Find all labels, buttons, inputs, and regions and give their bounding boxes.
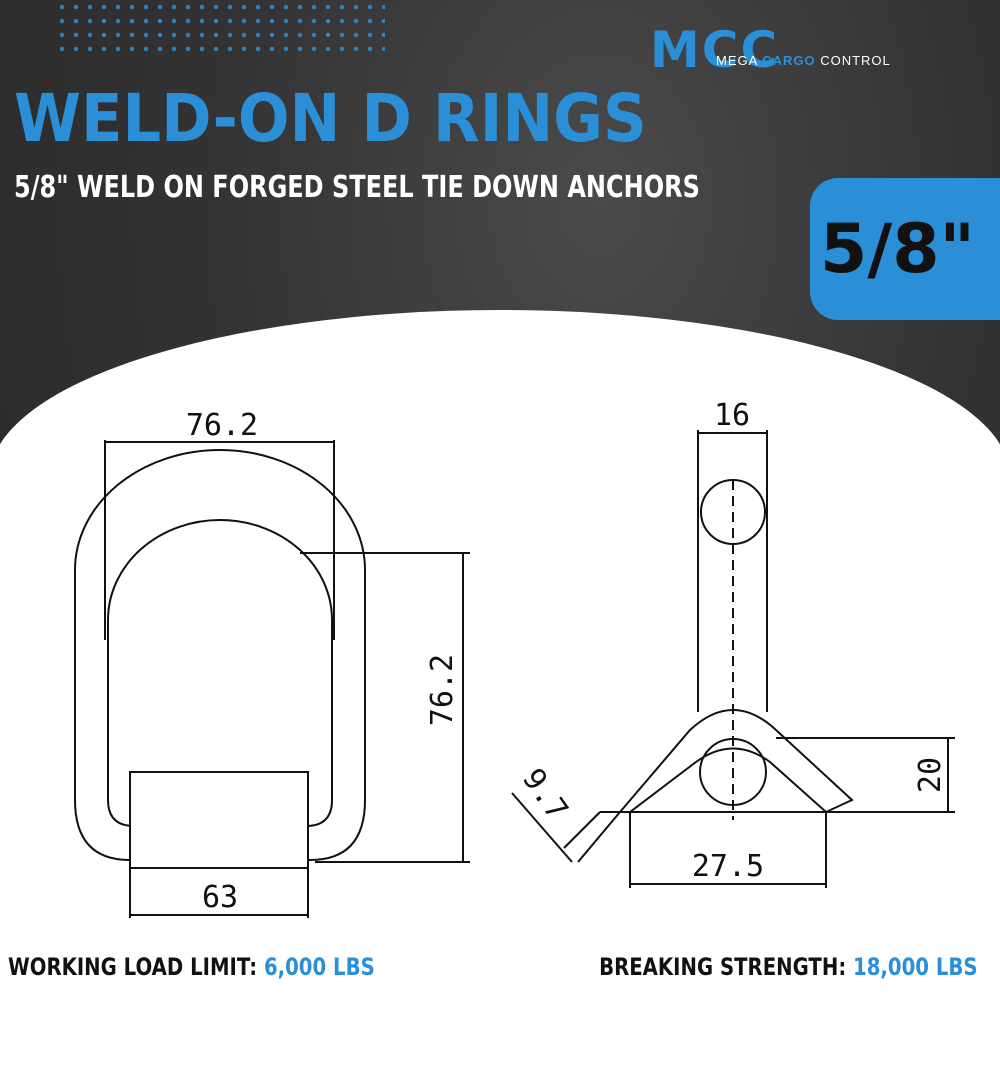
working-load-limit: WORKING LOAD LIMIT: 6,000 LBS bbox=[8, 953, 375, 981]
logo-mark: MCC bbox=[650, 21, 780, 79]
logo-wordmark: MEGA CARGO CONTROL bbox=[716, 53, 891, 68]
dim-clip-angle: 9.7 bbox=[515, 762, 575, 826]
dim-front-height: 76.2 bbox=[425, 654, 460, 726]
dot-pattern bbox=[55, 0, 385, 55]
dim-base-width: 63 bbox=[202, 880, 238, 915]
weld-clip bbox=[617, 709, 854, 814]
page-title: WELD-ON D RINGS bbox=[14, 80, 647, 157]
brand-logo: MCC MEGA CARGO CONTROL bbox=[650, 20, 900, 80]
d-ring-outer bbox=[74, 449, 366, 861]
dim-clip-height: 20 bbox=[913, 757, 948, 793]
size-badge-label: 5/8" bbox=[820, 209, 975, 289]
d-ring-base-block bbox=[129, 771, 309, 869]
dim-front-width: 76.2 bbox=[186, 408, 258, 443]
page-subtitle: 5/8" WELD ON FORGED STEEL TIE DOWN ANCHO… bbox=[14, 170, 700, 205]
technical-drawing: 76.2 76.2 63 16 20 27.5 9.7 bbox=[74, 398, 955, 918]
drawing-panel bbox=[0, 310, 1000, 1070]
dim-clip-width: 27.5 bbox=[692, 849, 764, 884]
size-badge: 5/8" bbox=[810, 178, 1000, 320]
breaking-strength: BREAKING STRENGTH: 18,000 LBS bbox=[599, 953, 978, 981]
dim-side-thickness: 16 bbox=[714, 398, 750, 433]
